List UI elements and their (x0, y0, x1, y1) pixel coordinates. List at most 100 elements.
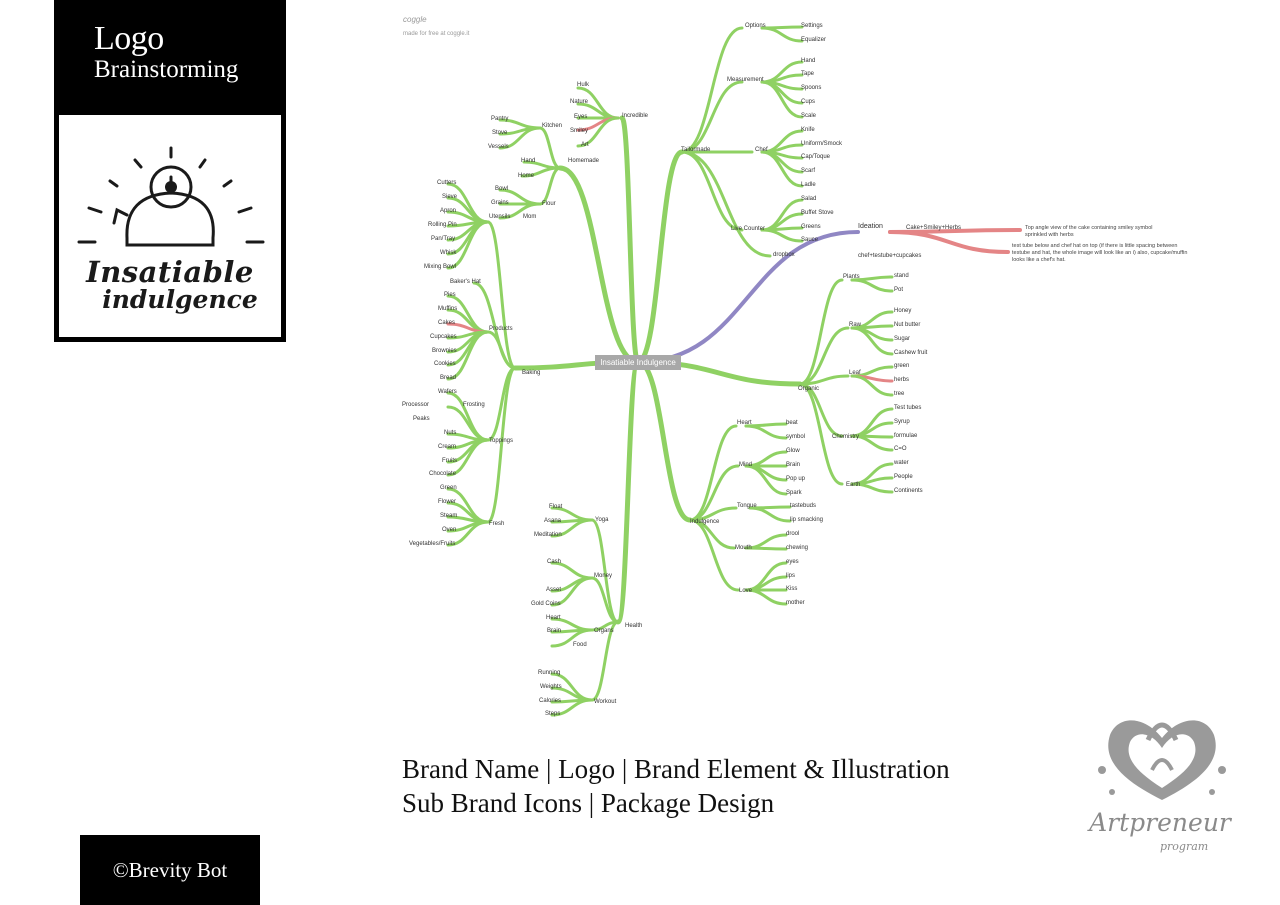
node-eyes-love: eyes (786, 559, 799, 565)
node-pot: Pot (894, 287, 903, 293)
node-baking: Baking (522, 370, 540, 376)
node-brain-organ: Brain (547, 628, 561, 634)
node-green: Green (440, 485, 457, 491)
node-brownies: Brownies (432, 348, 457, 354)
node-meditation: Meditation (534, 532, 562, 538)
node-mixing-bowl: Mixing Bowl (424, 264, 456, 270)
node-running: Running (538, 670, 560, 676)
node-cap: Cap/Toque (801, 154, 831, 160)
branch-plants (798, 278, 844, 386)
node-nuts: Nuts (444, 430, 456, 436)
node-utensils: Utensils (489, 214, 510, 220)
node-flour: Flour (542, 201, 556, 207)
node-stand: stand (894, 273, 909, 279)
branch-plants-item (850, 278, 894, 293)
node-settings: Settings (801, 23, 823, 29)
node-bakers-hat: Baker's Hat (450, 279, 481, 285)
branch-utensils-item (446, 220, 490, 270)
idea1-note: Top angle view of the cake containing sm… (1025, 225, 1153, 238)
node-greens: Greens (801, 224, 821, 230)
node-hand-measure: Hand (801, 58, 815, 64)
branch-fresh-item (446, 520, 490, 547)
node-formulae: formulae (894, 433, 918, 439)
emblem-name: Artpreneur (1089, 808, 1231, 837)
artpreneur-heart-icon (1098, 720, 1226, 800)
branch-products (486, 330, 517, 370)
emblem-sub: program (1160, 840, 1209, 853)
node-incredible: Incredible (622, 113, 649, 119)
node-vegetables-fruits: Vegetables/Fruits (409, 541, 455, 547)
node-frosting: Frosting (463, 402, 485, 408)
node-tailormade: Tailormade (681, 147, 711, 153)
idea2-note: test tube below and chef hat on top (if … (1012, 243, 1188, 263)
node-uniform: Uniform/Smock (801, 141, 843, 147)
node-steps: Steps (545, 711, 560, 717)
node-homemade: Homemade (568, 158, 600, 164)
node-fruits: Fruits (442, 458, 457, 464)
node-grains: Grains (491, 200, 509, 206)
branch-chef-item (760, 150, 804, 188)
credit-badge: ©Brevity Bot (80, 835, 260, 905)
node-lip-smacking: lip smacking (790, 517, 823, 523)
node-mom: Mom (523, 214, 536, 220)
branch-chemistry-item (850, 434, 894, 452)
node-leaf: Leaf (849, 370, 861, 376)
branch-raw (798, 326, 850, 386)
node-money: Money (594, 573, 612, 579)
node-continents: Continents (894, 488, 923, 494)
node-chocolate: Chocolate (429, 471, 457, 477)
node-cakes: Cakes (438, 320, 455, 326)
node-asana: Asana (544, 518, 562, 524)
node-measurement: Measurement (727, 77, 764, 83)
node-earth: Earth (846, 482, 860, 488)
node-knife: Knife (801, 127, 815, 133)
node-weights: Weights (540, 684, 562, 690)
mind-map: Hulk Nature Eyes Smiley Art Incredible P… (402, 23, 1188, 717)
node-cupcakes: Cupcakes (430, 334, 457, 340)
logo-name-line2: indulgence (102, 285, 258, 314)
branch-tailormade (635, 149, 685, 365)
node-chemistry: Chemistry (832, 434, 859, 440)
logo-panel: Insatiable indulgence (59, 115, 281, 337)
node-bowl: Bowl (495, 186, 508, 192)
branch-health (615, 359, 641, 625)
branch-homemade (557, 165, 641, 365)
node-tree: tree (894, 391, 905, 397)
node-mother: mother (786, 600, 805, 606)
node-lips: lips (786, 573, 795, 579)
mind-map-labels: Hulk Nature Eyes Smiley Art Incredible P… (402, 23, 1188, 717)
branch-products-item (446, 330, 490, 381)
node-pantry: Pantry (491, 116, 508, 122)
node-health: Health (625, 623, 642, 629)
title-block: Logo Brainstorming (54, 0, 286, 110)
node-pop-up: Pop up (786, 476, 806, 482)
node-cutters: Cutters (437, 180, 456, 186)
node-wafers: Wafers (438, 389, 457, 395)
node-symbol: symbol (786, 434, 805, 440)
node-toppings: Toppings (489, 438, 513, 444)
node-syrup: Syrup (894, 419, 910, 425)
node-spoons: Spoons (801, 85, 821, 91)
branch-heart-item (744, 424, 788, 440)
branch-tongue-item (748, 506, 792, 523)
node-bread: Bread (440, 375, 456, 381)
node-mouth: Mouth (735, 545, 752, 551)
node-asset: Asset (546, 587, 561, 593)
node-heart: Heart (737, 420, 752, 426)
branch-dropbox (680, 150, 772, 258)
node-scale: Scale (801, 113, 817, 119)
node-muffins: Muffins (438, 306, 457, 312)
branch-options-item (760, 26, 804, 43)
node-steam: Steam (440, 513, 457, 519)
node-green-leaf: green (894, 363, 909, 369)
branch-flour (538, 166, 562, 206)
node-beat: beat (786, 420, 798, 426)
branch-earth-item (850, 482, 894, 494)
node-smiley: Smiley (570, 128, 588, 134)
node-vessels: Vessels (488, 144, 509, 150)
node-live-counter: Live Counter (731, 226, 765, 232)
node-mind: Mind (739, 462, 752, 468)
node-scarf: Scarf (801, 168, 815, 174)
branch-leaf-item (850, 374, 894, 397)
node-dropbox: dropbox (773, 252, 795, 258)
